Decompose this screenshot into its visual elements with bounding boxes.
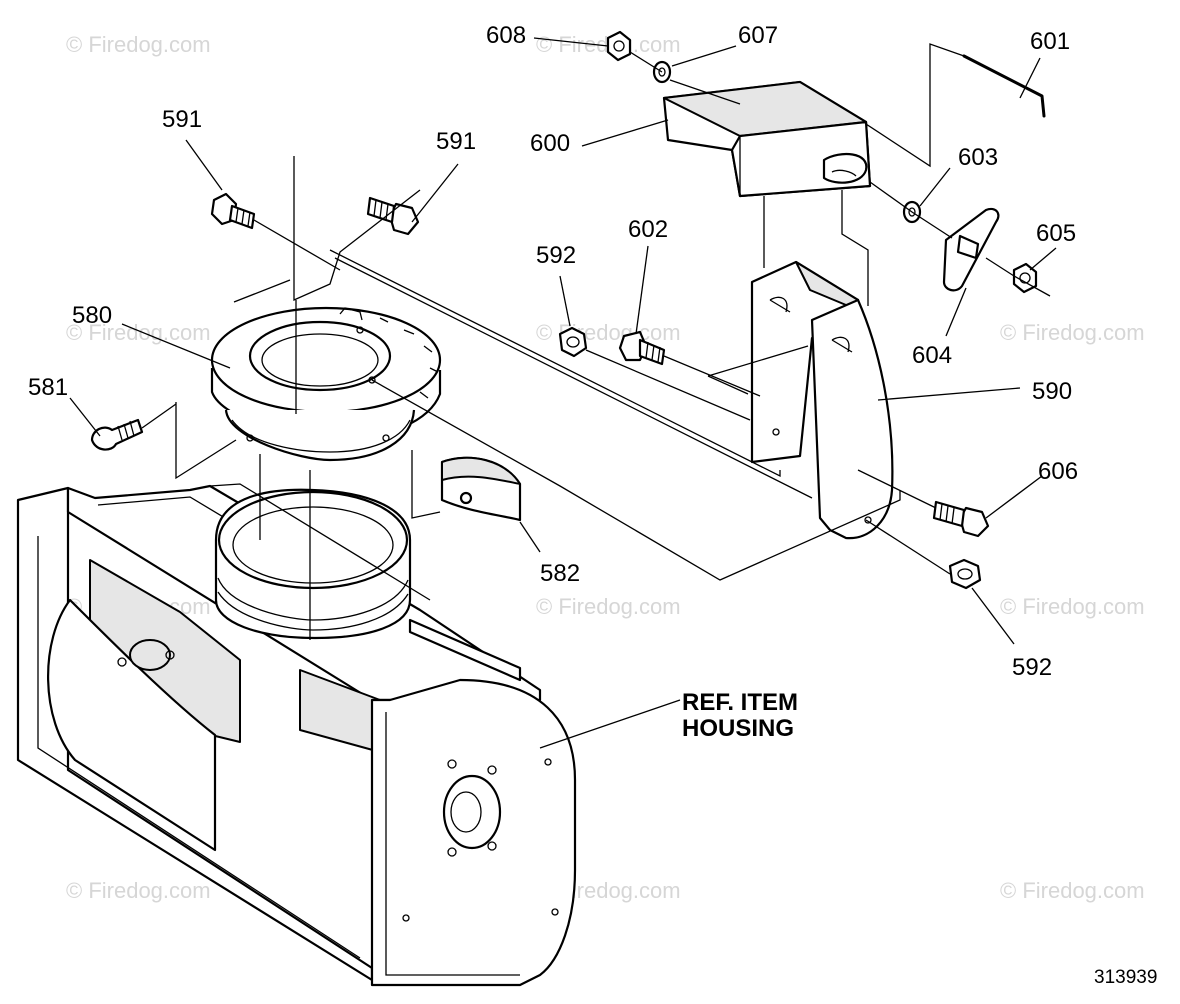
nut-592-lower [948,558,982,590]
callout-605: 605 [1036,220,1077,247]
callout-590: 590 [1032,378,1073,405]
watermark: © Firedog.com [536,594,681,619]
figure-number: 313939 [1094,967,1158,988]
bolt-591-right [366,196,420,236]
callout-604: 604 [912,342,953,369]
callout-606: 606 [1038,458,1079,485]
callout-592-upper: 592 [536,242,577,269]
callout-592-lower: 592 [1012,654,1053,681]
callout-608: 608 [486,22,527,49]
watermark: © Firedog.com [66,878,211,903]
callout-591-left: 591 [162,106,203,133]
callout-580: 580 [72,302,113,329]
bolt-591-left [210,192,256,230]
watermark: © Firedog.com [66,320,211,345]
callout-600: 600 [530,130,571,157]
keeper-582 [440,456,522,522]
callout-601: 601 [1030,28,1071,55]
watermark: © Firedog.com [1000,594,1145,619]
bolt-606 [932,500,990,538]
reference-note: REF. ITEM HOUSING [682,690,798,742]
callout-582: 582 [540,560,581,587]
watermark: © Firedog.com [1000,878,1145,903]
callout-581: 581 [28,374,69,401]
knob-604 [942,207,1000,292]
callout-607: 607 [738,22,779,49]
callout-602: 602 [628,216,669,243]
nut-608 [606,30,632,62]
chute-ring-580 [210,306,442,462]
leader-lines [69,37,1057,749]
deflector-600 [662,80,872,198]
bolt-602 [618,330,666,366]
reference-note-line1: REF. ITEM [682,689,799,716]
watermark: © Firedog.com [66,32,211,57]
housing-part [16,483,577,987]
callout-591-right: 591 [436,128,477,155]
nut-592-upper [558,326,588,358]
rod-601 [962,54,1046,118]
callout-603: 603 [958,144,999,171]
watermark: © Firedog.com [1000,320,1145,345]
assembly-lines [141,43,1051,640]
reference-note-line2: HOUSING [682,715,795,742]
bracket-590 [750,260,894,540]
